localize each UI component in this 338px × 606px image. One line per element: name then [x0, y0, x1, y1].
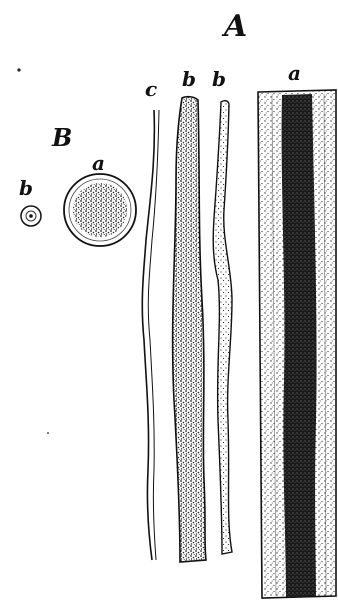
label-b-fiber-thick: b	[182, 67, 196, 91]
label-c-fiber: c	[145, 77, 157, 101]
label-a-fiber: a	[288, 61, 301, 85]
fiber-b-thick	[173, 97, 206, 562]
fiber-a	[258, 90, 336, 598]
label-b-fiber-thin: b	[212, 67, 226, 91]
label-b-section: b	[19, 176, 33, 200]
label-A: A	[221, 9, 247, 44]
label-B: B	[51, 123, 72, 152]
cross-section-a	[64, 174, 136, 246]
fiber-b-thin	[213, 101, 232, 554]
label-a-section: a	[92, 151, 105, 175]
stray-marks	[17, 68, 49, 434]
cross-section-b	[21, 206, 41, 226]
fiber-c	[142, 110, 159, 560]
